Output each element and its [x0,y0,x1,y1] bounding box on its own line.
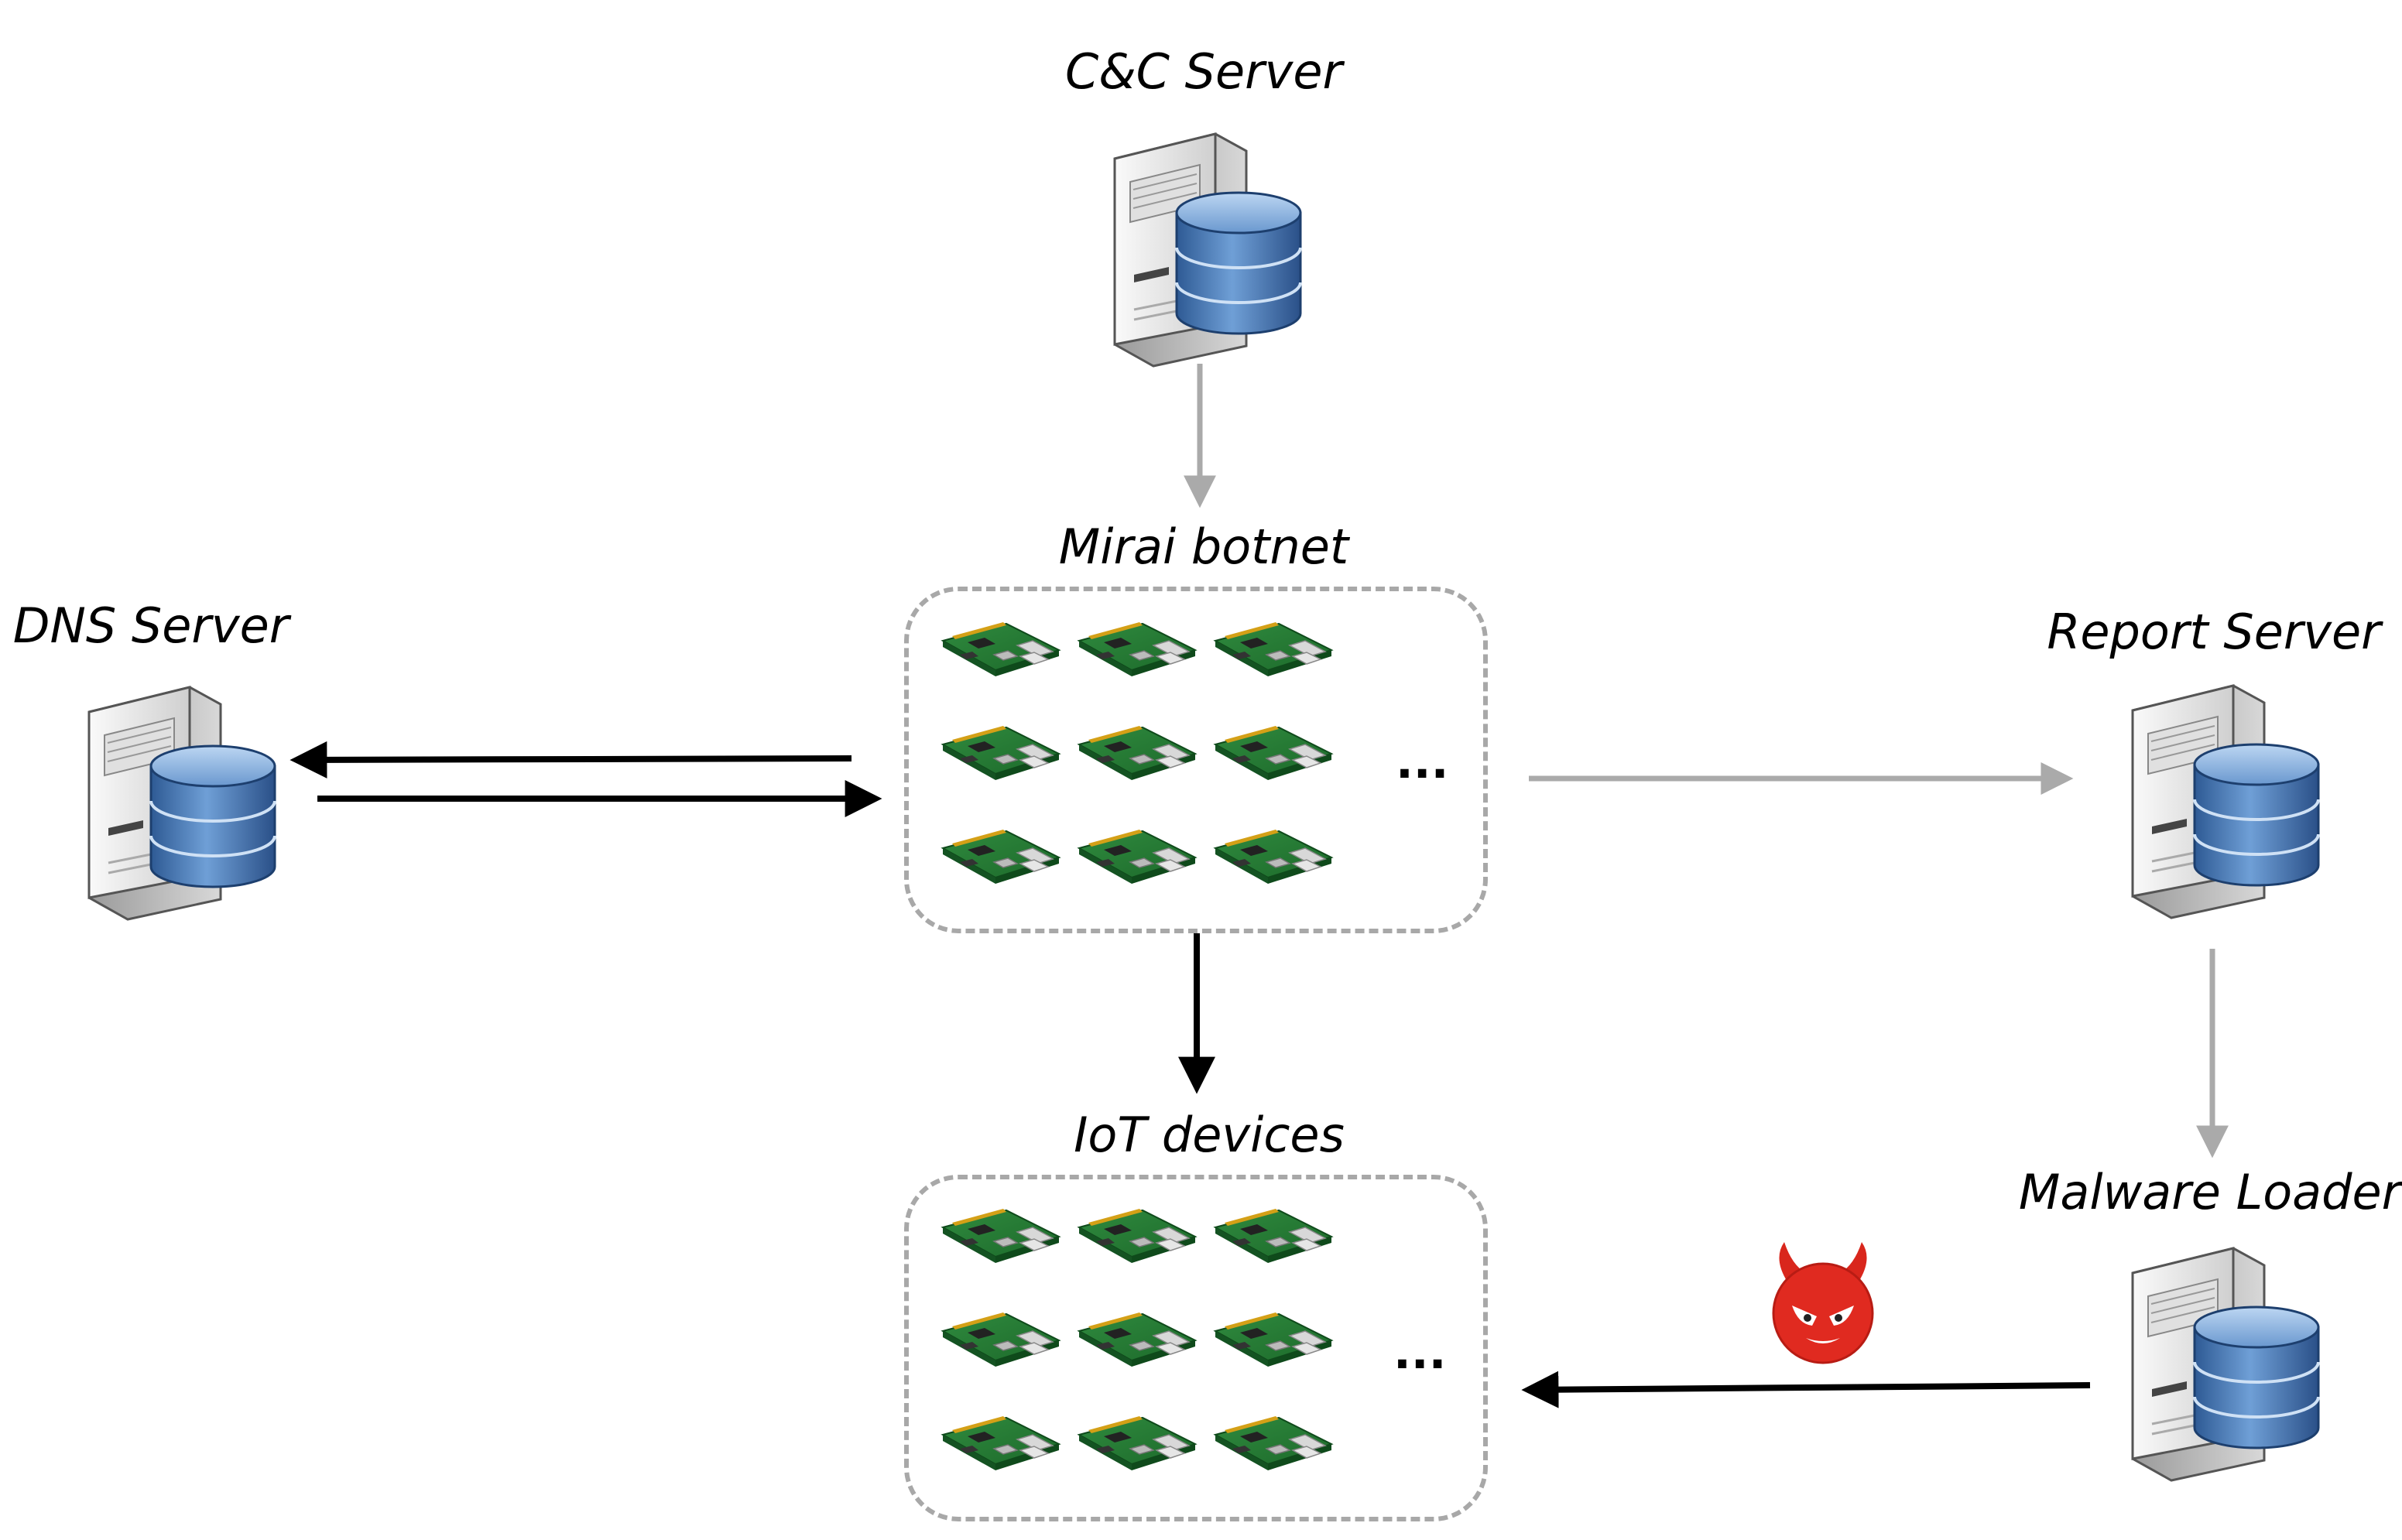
iot-raspberry-pi-board-icon [1215,1208,1332,1264]
iot-devices-label: IoT devices [1074,1107,1345,1163]
botnet-raspberry-pi-board-icon [1078,829,1196,885]
botnet-raspberry-pi-board-icon [1078,725,1196,781]
dns-server-label: DNS Server [12,597,290,654]
botnet-raspberry-pi-board-icon [1215,725,1332,781]
iot-more-indicator: ... [1393,1326,1447,1380]
botnet-raspberry-pi-board-icon [1078,621,1196,677]
mirai-botnet-group [904,587,1488,933]
botnet-to-dns-arrow [290,741,852,779]
report-server-icon [2131,684,2320,919]
red-devil-icon [1772,1242,1874,1364]
botnet-more-indicator: ... [1396,735,1449,789]
botnet-raspberry-pi-board-icon [942,829,1060,885]
iot-raspberry-pi-board-icon [942,1415,1060,1471]
iot-raspberry-pi-board-icon [1078,1312,1196,1367]
iot-raspberry-pi-board-icon [942,1312,1060,1367]
iot-raspberry-pi-board-icon [1215,1312,1332,1367]
iot-devices-group [904,1175,1488,1521]
mirai-botnet-label: Mirai botnet [1058,518,1349,575]
malware-loader-label: Malware Loader [2018,1164,2402,1220]
iot-raspberry-pi-board-icon [1078,1208,1196,1264]
cnc-server-label: C&C Server [1065,43,1342,100]
botnet-raspberry-pi-board-icon [1215,621,1332,677]
botnet-raspberry-pi-board-icon [1215,829,1332,885]
botnet-raspberry-pi-board-icon [942,621,1060,677]
dns-server-icon [87,686,276,921]
iot-raspberry-pi-board-icon [942,1208,1060,1264]
report-server-label: Report Server [2047,604,2381,660]
loader-to-iot-arrow [1521,1371,2091,1408]
cnc-server-icon [1113,132,1302,368]
malware-loader-server-icon [2131,1247,2320,1482]
botnet-raspberry-pi-board-icon [942,725,1060,781]
iot-raspberry-pi-board-icon [1078,1415,1196,1471]
iot-raspberry-pi-board-icon [1215,1415,1332,1471]
